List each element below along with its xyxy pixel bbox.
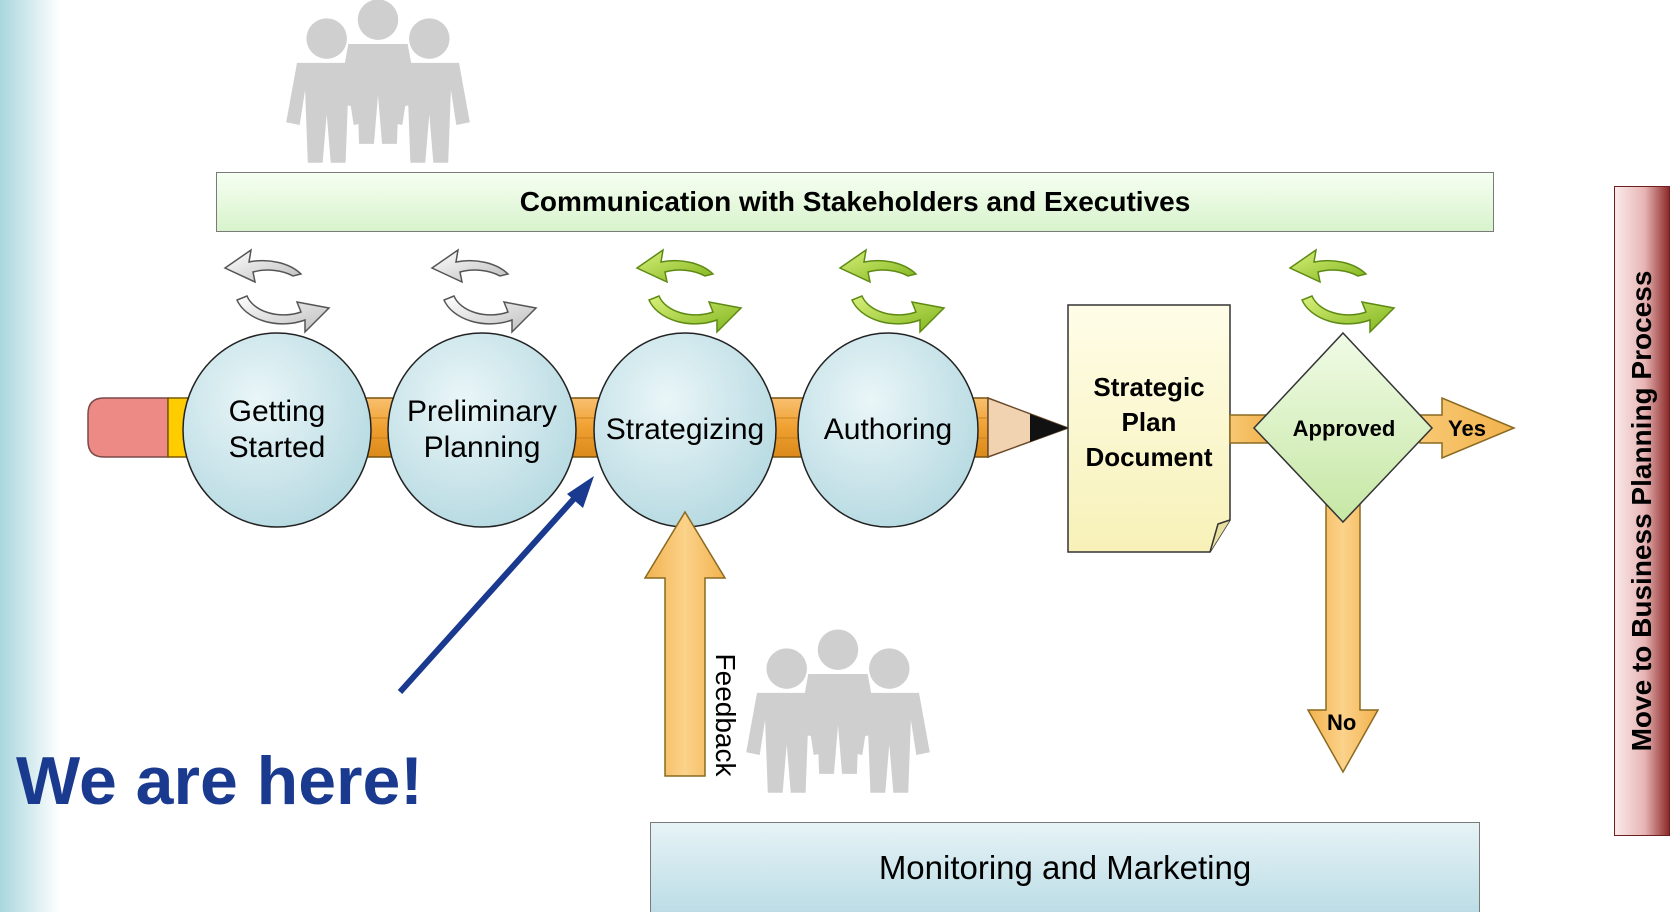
stage-label-line2: Started xyxy=(228,431,326,464)
stage-getting-started: Getting Started xyxy=(187,390,367,470)
yes-label: Yes xyxy=(1448,416,1486,441)
people-icon-top xyxy=(286,0,470,163)
stage-circle-getting-started xyxy=(182,332,372,528)
cycle-icon-strategizing xyxy=(636,245,742,333)
document-label-line1: Strategic xyxy=(1093,372,1205,402)
feedback-label: Feedback xyxy=(710,653,741,777)
next-step-bar xyxy=(1614,186,1670,836)
decision-label: Approved xyxy=(1292,416,1396,441)
we-are-here-text: We are here! xyxy=(16,743,423,819)
cycle-icon-getting-started xyxy=(224,249,330,333)
no-label: No xyxy=(1327,710,1357,735)
stage-circle-authoring xyxy=(797,332,979,528)
stage-authoring: Authoring xyxy=(798,410,978,450)
stage-label-line1: Getting xyxy=(228,395,326,428)
feedback-arrow xyxy=(643,510,727,777)
yes-arrow xyxy=(1419,396,1516,460)
background-strip xyxy=(0,0,60,912)
document-label: Strategic Plan Document xyxy=(1064,370,1234,475)
stage-label-line2: Planning xyxy=(423,431,541,464)
cycle-icon-authoring xyxy=(839,245,945,333)
stage-strategizing: Strategizing xyxy=(595,410,775,450)
cycle-icon-preliminary-planning xyxy=(431,249,537,333)
monitoring-bar: Monitoring and Marketing xyxy=(650,822,1480,912)
no-arrow xyxy=(1306,499,1380,774)
stage-preliminary-planning: Preliminary Planning xyxy=(392,390,572,470)
stage-label-line1: Preliminary xyxy=(406,395,558,428)
communication-bar: Communication with Stakeholders and Exec… xyxy=(216,172,1494,232)
document-label-line2: Plan xyxy=(1121,407,1177,437)
document-label-line3: Document xyxy=(1085,442,1213,472)
cycle-icon-approved xyxy=(1289,245,1395,333)
pointer-arrow xyxy=(397,476,594,695)
next-step-label: Move to Business Planning Process xyxy=(1626,270,1657,752)
stage-label-line1: Strategizing xyxy=(605,413,765,446)
decision-diamond xyxy=(1252,331,1434,524)
stage-circle-preliminary-planning xyxy=(387,332,577,528)
stage-label-line1: Authoring xyxy=(823,413,953,446)
people-icon-bottom xyxy=(746,629,930,792)
